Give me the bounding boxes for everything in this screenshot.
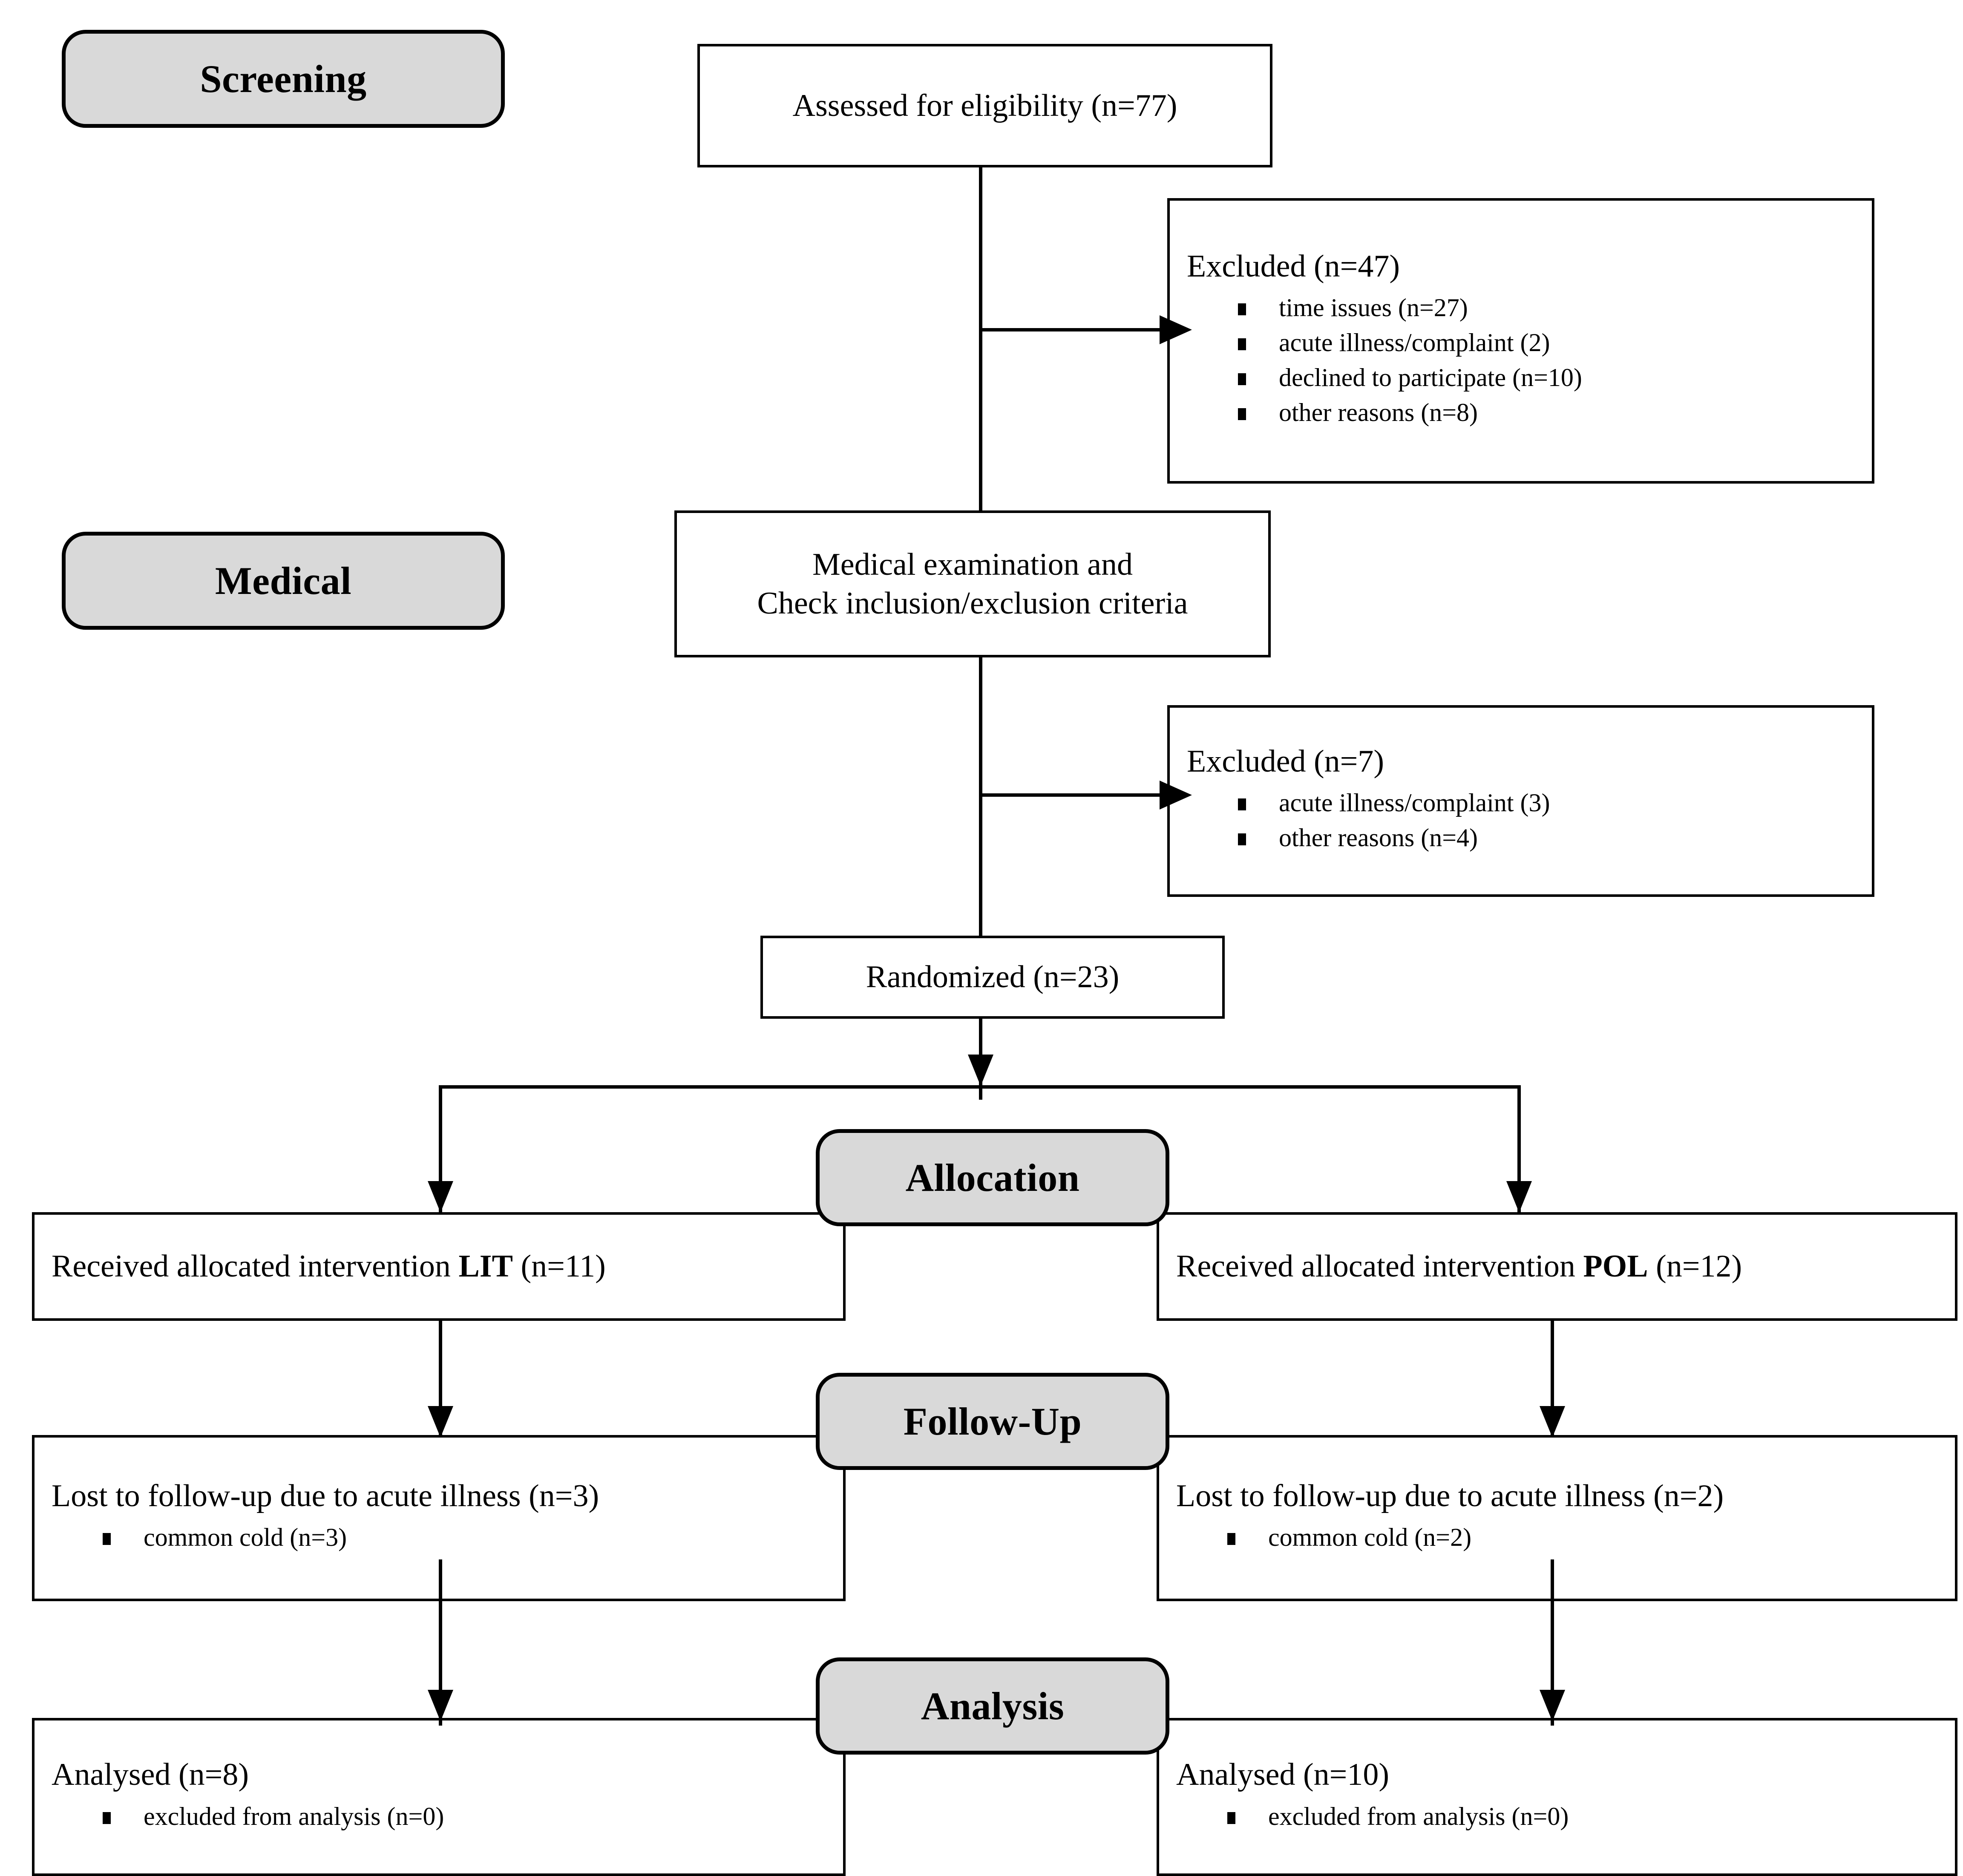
- node-medical-examination: Medical examination and Check inclusion/…: [674, 510, 1271, 657]
- allocated-lit-arm: LIT: [458, 1249, 513, 1284]
- stage-label-analysis-text: Analysis: [921, 1684, 1065, 1728]
- followup-pol-title: Lost to follow-up due to acute illness (…: [1176, 1478, 1724, 1513]
- allocated-pol-arm: POL: [1583, 1249, 1648, 1284]
- followup-pol-reason-list: common cold (n=2): [1159, 1515, 1471, 1559]
- allocated-pol-text: Received allocated intervention POL (n=1…: [1159, 1247, 1742, 1285]
- node-excluded-medical: Excluded (n=7) acute illness/complaint (…: [1167, 705, 1874, 897]
- node-randomized: Randomized (n=23): [760, 936, 1225, 1019]
- stage-label-followup: Follow-Up: [816, 1373, 1169, 1470]
- connector-lit-to-followup: [439, 1321, 442, 1436]
- stage-label-medical-text: Medical: [215, 559, 352, 602]
- medical-exam-line-1: Medical examination and: [812, 547, 1133, 582]
- connector-split-bar: [439, 1085, 1521, 1089]
- allocated-lit-text: Received allocated intervention LIT (n=1…: [35, 1247, 606, 1285]
- excluded-medical-reason-list: acute illness/complaint (3) other reason…: [1170, 781, 1550, 860]
- arrow-to-allocated-lit: [428, 1181, 453, 1213]
- node-followup-pol: Lost to follow-up due to acute illness (…: [1157, 1435, 1957, 1601]
- list-item: excluded from analysis (n=0): [35, 1804, 444, 1829]
- connector-split-left-drop: [439, 1085, 442, 1213]
- list-item: other reasons (n=8): [1170, 400, 1582, 425]
- medical-exam-line-2: Check inclusion/exclusion criteria: [757, 585, 1188, 621]
- connector-to-excluded-medical: [979, 793, 1166, 797]
- connector-followup-lit-to-analysis: [439, 1559, 442, 1726]
- analysed-pol-reason-list: excluded from analysis (n=0): [1159, 1794, 1569, 1839]
- analysed-pol-title: Analysed (n=10): [1176, 1757, 1390, 1792]
- node-analysed-pol: Analysed (n=10) excluded from analysis (…: [1157, 1718, 1957, 1876]
- stage-label-allocation-text: Allocation: [905, 1156, 1080, 1199]
- excluded-medical-title: Excluded (n=7): [1187, 743, 1384, 779]
- allocated-pol-suffix: (n=12): [1648, 1249, 1742, 1284]
- allocated-pol-prefix: Received allocated intervention: [1176, 1249, 1583, 1284]
- list-item: time issues (n=27): [1170, 295, 1582, 320]
- list-item: common cold (n=3): [35, 1524, 347, 1550]
- connector-assessed-to-medical: [979, 167, 982, 510]
- stage-label-screening: Screening: [62, 30, 505, 128]
- stage-label-allocation: Allocation: [816, 1129, 1169, 1226]
- node-allocated-pol: Received allocated intervention POL (n=1…: [1157, 1212, 1957, 1321]
- node-assessed-for-eligibility: Assessed for eligibility (n=77): [697, 44, 1272, 167]
- arrow-to-excluded-screening: [1160, 315, 1192, 344]
- arrow-lit-to-followup: [428, 1406, 453, 1438]
- connector-followup-pol-to-analysis: [1551, 1559, 1554, 1726]
- randomized-title: Randomized (n=23): [866, 960, 1120, 995]
- list-item: acute illness/complaint (3): [1170, 790, 1550, 816]
- stage-label-medical: Medical: [62, 532, 505, 630]
- excluded-screening-title: Excluded (n=47): [1187, 248, 1400, 284]
- arrow-to-allocated-pol: [1506, 1181, 1532, 1213]
- list-item: other reasons (n=4): [1170, 825, 1550, 850]
- arrow-followup-pol-to-analysis: [1540, 1690, 1565, 1721]
- list-item: declined to participate (n=10): [1170, 365, 1582, 390]
- node-analysed-lit: Analysed (n=8) excluded from analysis (n…: [32, 1718, 846, 1876]
- connector-to-excluded-screening: [979, 328, 1166, 331]
- excluded-screening-reason-list: time issues (n=27) acute illness/complai…: [1170, 285, 1582, 435]
- allocated-lit-suffix: (n=11): [512, 1249, 606, 1284]
- connector-split-right-drop: [1517, 1085, 1521, 1213]
- stage-label-screening-text: Screening: [200, 57, 367, 101]
- list-item: excluded from analysis (n=0): [1159, 1804, 1569, 1829]
- stage-label-analysis: Analysis: [816, 1657, 1169, 1755]
- connector-pol-to-followup: [1551, 1321, 1554, 1436]
- arrow-pol-to-followup: [1540, 1406, 1565, 1438]
- arrow-followup-lit-to-analysis: [428, 1690, 453, 1721]
- analysed-lit-reason-list: excluded from analysis (n=0): [35, 1794, 444, 1839]
- stage-label-followup-text: Follow-Up: [903, 1400, 1082, 1443]
- arrow-to-excluded-medical: [1160, 781, 1192, 810]
- arrow-randomized-split: [968, 1055, 993, 1086]
- followup-lit-reason-list: common cold (n=3): [35, 1515, 347, 1559]
- node-allocated-lit: Received allocated intervention LIT (n=1…: [32, 1212, 846, 1321]
- node-excluded-screening: Excluded (n=47) time issues (n=27) acute…: [1167, 198, 1874, 484]
- analysed-lit-title: Analysed (n=8): [52, 1757, 249, 1792]
- followup-lit-title: Lost to follow-up due to acute illness (…: [52, 1478, 599, 1513]
- assessed-title: Assessed for eligibility (n=77): [792, 88, 1177, 123]
- list-item: acute illness/complaint (2): [1170, 330, 1582, 355]
- list-item: common cold (n=2): [1159, 1524, 1471, 1550]
- allocated-lit-prefix: Received allocated intervention: [52, 1249, 459, 1284]
